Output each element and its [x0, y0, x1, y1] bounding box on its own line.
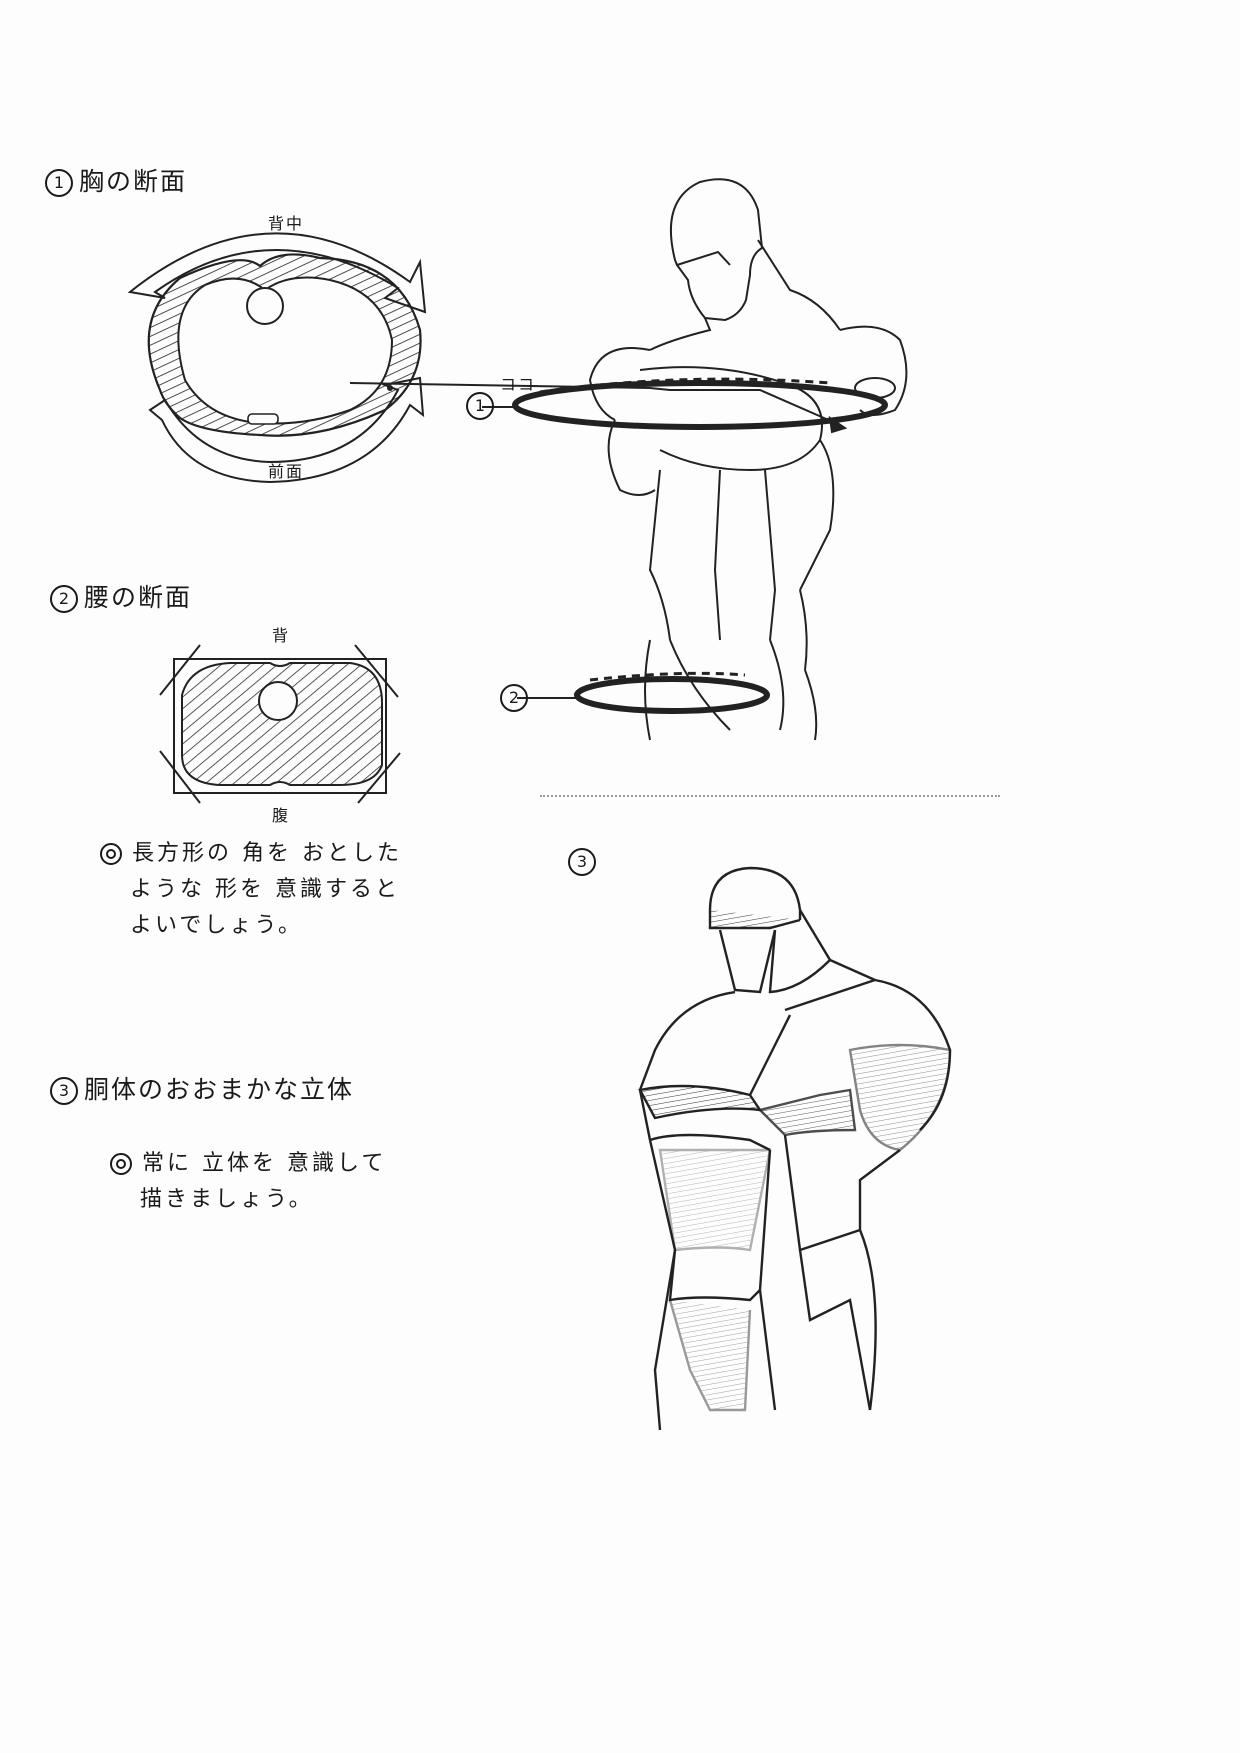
label-back: 背 [272, 626, 291, 645]
pointer-label: ココ [500, 375, 537, 394]
section-2-note: 長方形の 角を おとした ような 形を 意識すると よいでしょう。 [100, 836, 402, 944]
label-belly: 腹 [272, 806, 291, 825]
section-number: 1 [45, 169, 73, 197]
note-line: 描きましょう。 [140, 1187, 314, 1212]
section-3-note: 常に 立体を 意識して 描きましょう。 [110, 1146, 386, 1218]
label-back: 背中 [268, 214, 305, 233]
bullet-icon [110, 1153, 132, 1175]
marker-number: 3 [568, 848, 596, 876]
blocky-3d-torso-figure [638, 866, 952, 1431]
marker-number: 1 [466, 392, 494, 420]
section-title: 胴体のおおまかな立体 [84, 1075, 355, 1104]
section-title: 腰の断面 [84, 583, 193, 612]
muscular-torso-figure [349, 178, 908, 741]
note-line: 長方形の 角を おとした [132, 841, 402, 866]
note-line: ような 形を 意識すると [130, 877, 400, 902]
section-number: 2 [50, 585, 78, 613]
divider-line [540, 795, 1000, 797]
section-title: 胸の断面 [79, 167, 188, 196]
ring-2-marker: 2 [500, 684, 534, 712]
note-line: よいでしょう。 [130, 913, 304, 938]
waist-cross-section-diagram [159, 644, 401, 804]
note-line: 常に 立体を 意識して [142, 1151, 387, 1176]
bullet-icon [100, 843, 122, 865]
marker-number: 2 [500, 684, 528, 712]
figure-3-marker: 3 [568, 848, 602, 876]
ring-1-marker: 1 [466, 392, 500, 420]
label-front: 前面 [268, 462, 305, 481]
chest-cross-section-diagram [127, 232, 427, 484]
section-number: 3 [50, 1077, 78, 1105]
